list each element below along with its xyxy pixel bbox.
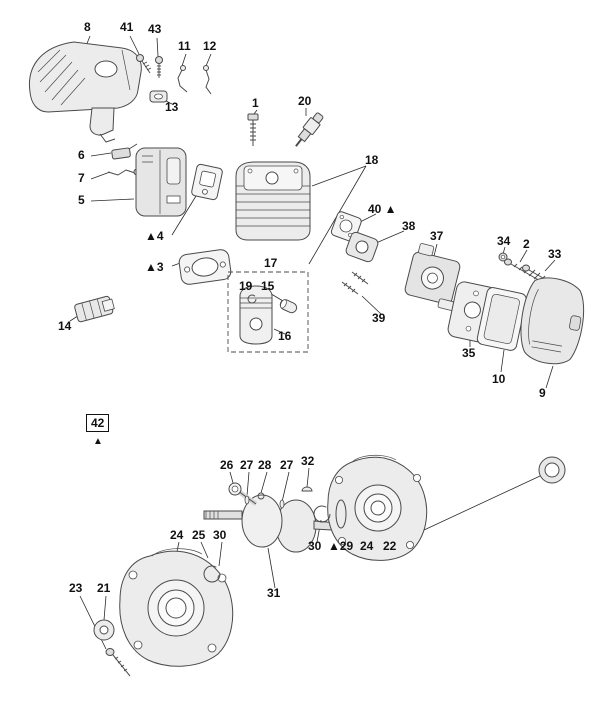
part-label-20: 20 [298, 94, 312, 108]
screw-43-part [155, 56, 163, 78]
wire-7-part [107, 168, 141, 176]
snap-ring-left-part [203, 565, 221, 583]
studs-39-part [341, 271, 369, 295]
cylinder-part [235, 161, 311, 241]
part-label-37: 37 [430, 229, 444, 243]
part-label-30b: 30 [308, 539, 322, 553]
circlip-19-part [247, 294, 257, 304]
clip-12-part [203, 65, 212, 95]
part-label-32: 32 [301, 454, 315, 468]
part-label-42-triangle: ▲ [93, 436, 103, 447]
part-label-43: 43 [148, 22, 162, 36]
part-label-8: 8 [84, 20, 91, 34]
part-label-40: 40 ▲ [368, 202, 397, 216]
part-label-18: 18 [365, 153, 379, 167]
part-label-26: 26 [220, 458, 234, 472]
filter-cover-part [520, 277, 585, 365]
crankcase-right-part [327, 454, 428, 561]
part-label-33: 33 [548, 247, 562, 261]
spark-plug-part [295, 112, 324, 147]
engine-cover-part [28, 41, 142, 143]
part-label-31: 31 [267, 586, 281, 600]
wrist-pin-part [279, 299, 298, 314]
part-label-30a: 30 [213, 528, 227, 542]
snap-ring-right-part [313, 505, 331, 523]
part-label-15: 15 [261, 279, 275, 293]
part-label-24b: 24 [360, 539, 374, 553]
piston-kit-box [227, 271, 309, 353]
intake-block-14-part [74, 295, 115, 323]
part-label-5: 5 [78, 193, 85, 207]
washer-21-part [93, 619, 115, 641]
part-label-3: ▲3 [145, 260, 164, 274]
part-label-4: ▲4 [145, 229, 164, 243]
part-label-6: 6 [78, 148, 85, 162]
part-label-9: 9 [539, 386, 546, 400]
part-label-29: ▲29 [328, 539, 354, 553]
nut-34-part [498, 252, 508, 262]
screw-41-part [136, 54, 152, 74]
part-label-2: 2 [523, 237, 530, 251]
bolt-1-part [247, 113, 259, 146]
part-label-7: 7 [78, 171, 85, 185]
gasket-3-part [178, 249, 232, 285]
part-label-28: 28 [258, 458, 272, 472]
part-label-34: 34 [497, 234, 511, 248]
part-label-1: 1 [252, 96, 259, 110]
part-label-39: 39 [372, 311, 386, 325]
part-label-17: 17 [264, 256, 278, 270]
part-label-42: 42 [86, 414, 110, 432]
gasket-29-part [335, 499, 347, 529]
part-label-41: 41 [120, 20, 134, 34]
part-label-12: 12 [203, 39, 217, 53]
part-label-38: 38 [402, 219, 416, 233]
filter-element-part [476, 287, 527, 351]
grommet-13-part [149, 90, 168, 103]
part-label-16: 16 [278, 329, 292, 343]
piston-part [239, 285, 273, 345]
switch-6-part [111, 143, 138, 160]
part-label-10: 10 [492, 372, 506, 386]
bolt-2-part [504, 258, 543, 283]
part-label-35: 35 [462, 346, 476, 360]
gasket-4-part [191, 163, 223, 201]
part-label-19: 19 [239, 279, 253, 293]
clip-11-part [177, 65, 188, 93]
part-label-27a: 27 [240, 458, 254, 472]
part-label-13: 13 [165, 100, 179, 114]
crankshaft-part [203, 482, 351, 553]
part-label-11: 11 [178, 39, 191, 53]
part-label-27b: 27 [280, 458, 294, 472]
carburetor-part [404, 243, 461, 312]
part-label-21: 21 [97, 581, 111, 595]
oil-seal-22-part [538, 456, 566, 484]
part-label-22: 22 [383, 539, 397, 553]
crankcase-left-part [119, 548, 234, 667]
spacer-38-part [345, 231, 379, 263]
part-label-23: 23 [69, 581, 83, 595]
bolt-23-part [105, 648, 131, 677]
part-label-14: 14 [58, 319, 72, 333]
muffler-part [135, 147, 187, 217]
part-label-25: 25 [192, 528, 206, 542]
part-label-24a: 24 [170, 528, 184, 542]
